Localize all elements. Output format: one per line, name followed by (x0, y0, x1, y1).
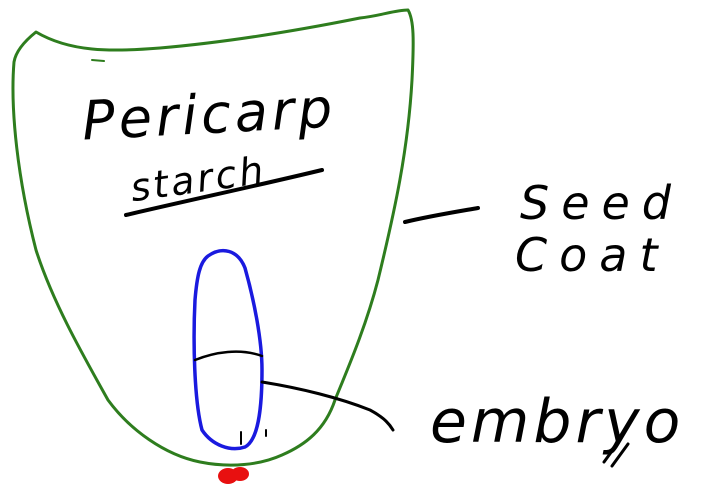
coat-label: Coat (515, 228, 670, 282)
embryo-outline (192, 248, 264, 451)
seed-tip (218, 467, 249, 484)
embryo-label: embryo (430, 387, 685, 457)
starch-underline (124, 168, 324, 217)
embryo-mark (240, 429, 267, 445)
embryo-label-scribble (602, 438, 630, 468)
pericarp-label: Pericarp (80, 76, 338, 153)
seed-outline-stroke (91, 59, 105, 62)
embryo-leader (260, 380, 395, 432)
seed-outline (11, 8, 415, 467)
embryo-divider (193, 350, 264, 362)
seed-coat-leader (403, 206, 480, 224)
seed-label: Seed (520, 176, 683, 230)
